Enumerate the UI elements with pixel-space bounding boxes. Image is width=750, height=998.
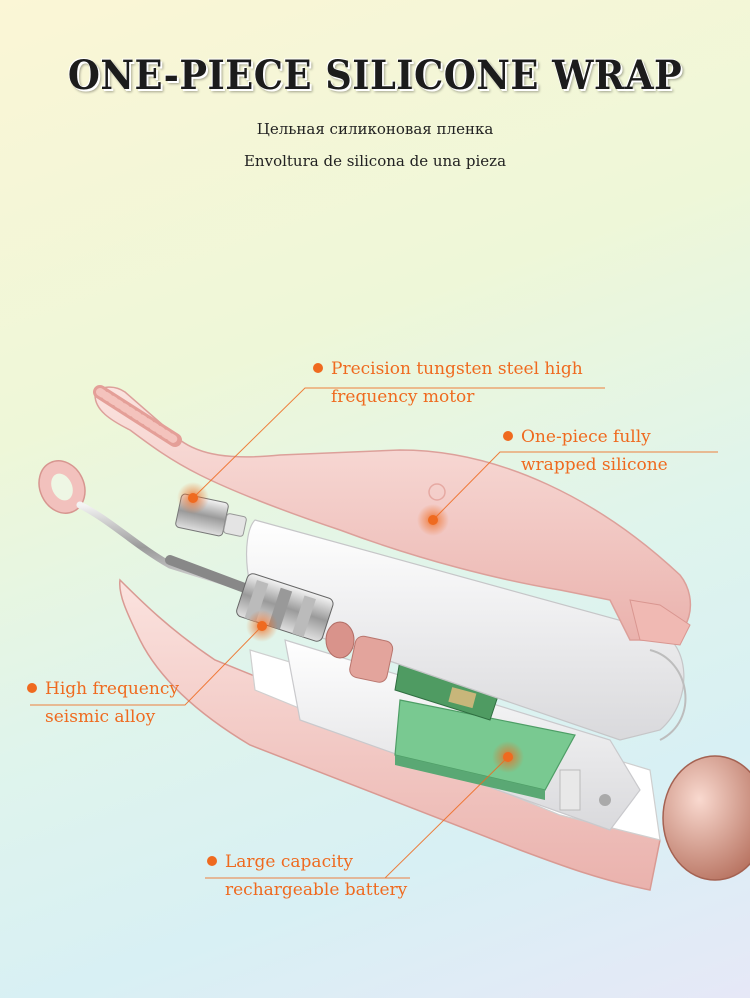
callout-line2: seismic alloy [45, 707, 156, 727]
callout-line2: frequency motor [331, 387, 475, 407]
circuit-board [394, 659, 501, 721]
hotspot-markers [177, 482, 524, 773]
callout-line1: High frequency [45, 679, 179, 699]
bullet-icon [207, 855, 217, 866]
rose-gold-cap [662, 755, 750, 881]
bullet-icon [503, 430, 513, 441]
callout-line1: Precision tungsten steel high [331, 359, 583, 379]
callout-wrapped-silicone: One-piece fully wrapped silicone [503, 423, 668, 479]
callout-line1: Large capacity [225, 852, 353, 872]
motor-housing [245, 519, 687, 741]
subtitle-russian: Цельная силиконовая пленка [256, 120, 494, 138]
callout-line2: wrapped silicone [521, 455, 668, 475]
callout-battery: Large capacity rechargeable battery [207, 848, 407, 904]
subtitle-spanish: Envoltura de silicona de una pieza [243, 152, 507, 170]
bullet-icon [313, 362, 323, 373]
bullet-icon [27, 682, 37, 693]
ear-pick-ring [38, 460, 255, 595]
callout-seismic-alloy: High frequency seismic alloy [27, 675, 179, 731]
leader-lines [30, 387, 718, 879]
tungsten-motor [175, 493, 247, 537]
page-title: ONE-PIECE SILICONE WRAP [67, 52, 683, 99]
callout-tungsten-motor: Precision tungsten steel high frequency … [313, 355, 583, 411]
silicone-cover [93, 385, 692, 646]
battery [394, 699, 576, 800]
callout-line2: rechargeable battery [225, 880, 408, 900]
callout-line1: One-piece fully [521, 427, 651, 447]
